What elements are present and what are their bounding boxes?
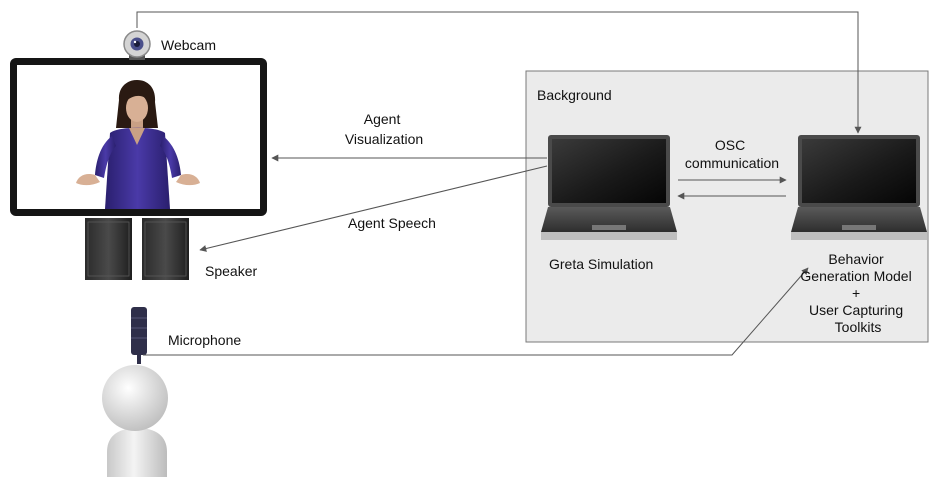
agent-speech-arrow [199,165,548,252]
agent-visualization-line-2: Visualization [345,131,423,147]
osc-communication-label: OSC communication [685,137,779,171]
behavior-label-line-3: + [852,285,860,301]
behavior-label-line-5: Toolkits [835,319,882,335]
background-label: Background [537,87,612,103]
behavior-generation-label: Behavior Generation Model + User Capturi… [800,251,915,335]
virtual-agent-avatar [76,80,200,209]
webcam-icon [123,30,151,60]
laptop-icon [541,135,677,240]
behavior-label-line-1: Behavior [828,251,884,267]
agent-visualization-line-1: Agent [364,111,401,127]
speaker-icon [85,218,189,280]
microphone-label: Microphone [168,332,241,348]
webcam-connection-arrow [136,11,862,134]
behavior-label-line-2: Generation Model [800,268,911,284]
user-figure-icon [102,365,168,477]
osc-label-line-2: communication [685,155,779,171]
microphone-icon [131,307,147,364]
agent-visualization-label: Agent Visualization [345,111,423,147]
agent-speech-label: Agent Speech [348,215,436,231]
speaker-label: Speaker [205,263,257,279]
osc-label-line-1: OSC [715,137,745,153]
behavior-label-line-4: User Capturing [809,302,903,318]
laptop-icon [791,135,927,240]
greta-simulation-label: Greta Simulation [549,256,653,272]
webcam-label: Webcam [161,37,216,53]
microphone-connection-arrow [143,267,809,356]
